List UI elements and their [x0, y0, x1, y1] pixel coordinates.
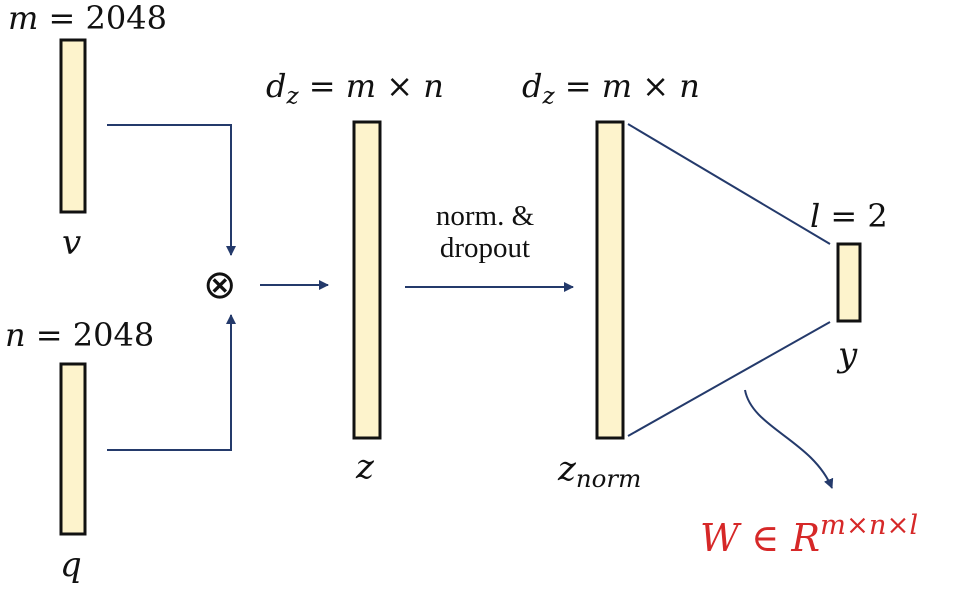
q-label: q	[60, 545, 82, 585]
arrow-to-weights	[744, 389, 834, 489]
y-dimension-label: l = 2	[810, 197, 888, 235]
vector-z	[352, 120, 382, 440]
z-norm-dimension-label: dz = m × n	[522, 67, 700, 110]
norm-dropout-label: norm. & dropout	[435, 200, 535, 265]
v-dimension-label: m = 2048	[8, 0, 167, 37]
z-norm-label: znorm	[558, 449, 642, 493]
z-label: z	[356, 447, 374, 487]
connector-q-to-outer-product	[107, 314, 236, 451]
z-dimension-label: dz = m × n	[266, 67, 444, 110]
outer-product-symbol: ⊗	[203, 262, 237, 308]
v-label: v	[62, 223, 82, 263]
fc-line-bottom	[627, 321, 831, 437]
vector-v	[59, 38, 87, 214]
q-dimension-label: n = 2048	[5, 316, 155, 354]
vector-q	[59, 362, 87, 536]
connector-v-to-outer-product	[107, 124, 236, 256]
vector-y	[836, 242, 862, 323]
y-label: y	[838, 335, 858, 375]
vector-z-norm	[595, 120, 625, 440]
fc-line-top	[627, 123, 831, 245]
weights-label: W ∈ Rm×n×l	[700, 510, 919, 560]
